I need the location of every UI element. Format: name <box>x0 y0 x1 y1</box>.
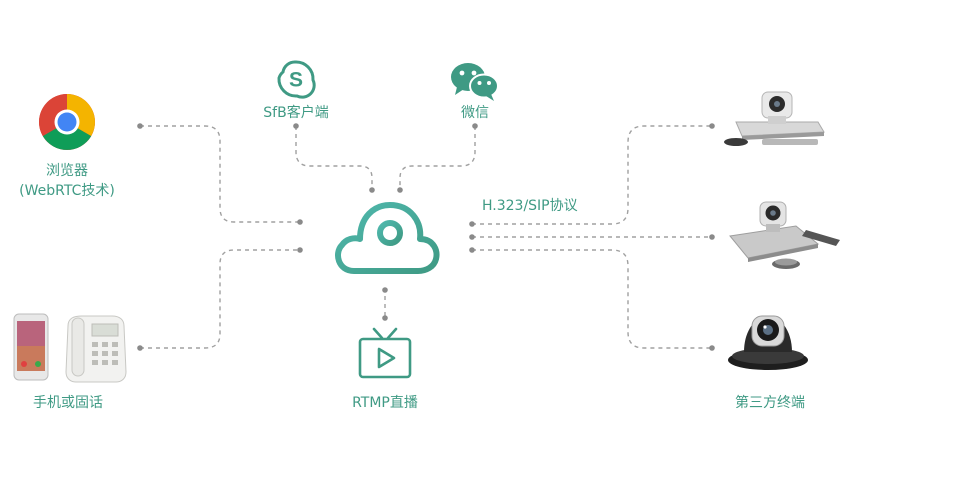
phone-devices-icon <box>12 312 130 388</box>
browser-label-line1: 浏览器 <box>46 163 88 179</box>
cloud-icon <box>330 195 442 281</box>
video-conference-codec-icon <box>722 88 826 154</box>
browser-label-line2: (WebRTC技术) <box>19 183 115 199</box>
connector-terminal-3 <box>472 249 712 349</box>
connector-phone <box>140 249 300 349</box>
dot <box>369 187 375 193</box>
connector-browser <box>140 125 300 223</box>
dot <box>382 287 388 293</box>
connector-terminal-1 <box>472 125 712 225</box>
protocol-label: H.323/SIP协议 <box>482 198 578 214</box>
sfb-label: SfB客户端 <box>263 105 329 121</box>
tv-play-icon <box>357 326 413 386</box>
dot <box>469 234 475 240</box>
ptz-camera-icon <box>726 308 810 376</box>
chrome-icon <box>38 93 96 155</box>
dot <box>397 187 403 193</box>
connector-sfb <box>295 126 373 190</box>
dot <box>297 219 303 225</box>
dot <box>469 221 475 227</box>
third-party-label: 第三方终端 <box>735 395 805 411</box>
wechat-label: 微信 <box>461 105 489 121</box>
connector-wechat <box>399 126 476 190</box>
dot <box>472 123 478 129</box>
skype-icon: S <box>275 58 317 104</box>
wechat-icon <box>449 60 501 106</box>
dot <box>137 123 143 129</box>
dot <box>709 234 715 240</box>
dot <box>382 315 388 321</box>
conference-camera-icon <box>722 196 844 276</box>
dot <box>293 123 299 129</box>
dot <box>137 345 143 351</box>
svg-text:S: S <box>289 69 303 92</box>
phone-label: 手机或固话 <box>33 395 103 411</box>
dot <box>297 247 303 253</box>
dot <box>709 345 715 351</box>
rtmp-label: RTMP直播 <box>352 395 418 411</box>
dot <box>709 123 715 129</box>
browser-label: 浏览器 (WebRTC技术) <box>10 161 124 201</box>
dot <box>469 247 475 253</box>
